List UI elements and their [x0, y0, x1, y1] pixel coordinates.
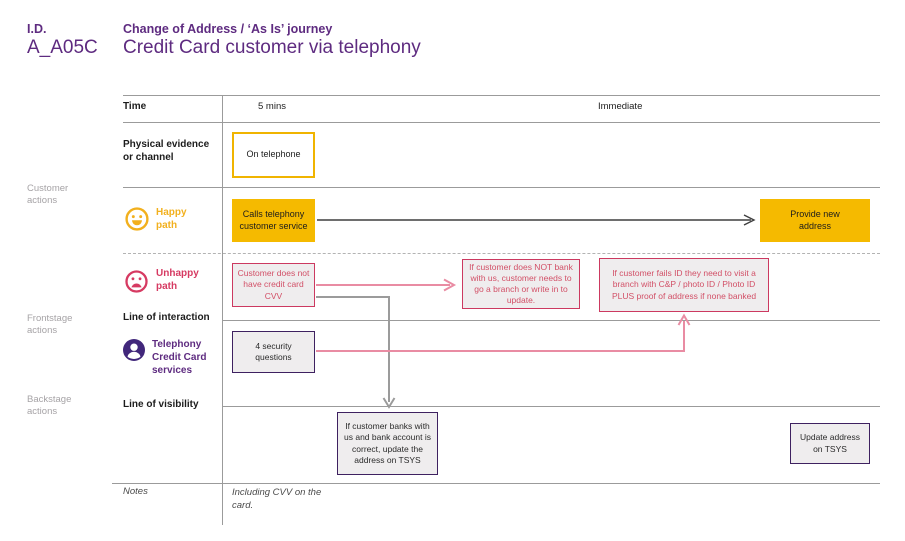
grid-line-dashed-happy-unhappy [123, 253, 880, 254]
grid-line-below-time [123, 122, 880, 123]
notes-text: Including CVV on the card. [232, 487, 322, 512]
node-provide-new-address: Provide new address [760, 199, 870, 242]
side-label-backstage-actions: Backstage actions [27, 394, 72, 418]
row-label-notes: Notes [123, 486, 148, 497]
row-label-physical-evidence: Physical evidence or channel [123, 139, 210, 163]
row-label-line-of-visibility: Line of visibility [123, 399, 199, 410]
node-no-cvv: Customer does not have credit card CVV [232, 263, 315, 307]
grid-line-above-notes [112, 483, 880, 484]
row-label-time: Time [123, 101, 147, 112]
row-label-telephony-services: Telephony Credit Card services [152, 339, 207, 376]
unhappy-face-icon [124, 269, 149, 294]
node-does-not-bank: If customer does NOT bank with us, custo… [462, 259, 580, 309]
node-on-telephone: On telephone [232, 132, 315, 178]
grid-divider-vertical [222, 95, 223, 525]
grid-line-top [123, 95, 880, 96]
id-label: I.D. [27, 22, 47, 36]
grid-line-below-channel [123, 187, 880, 188]
time-col-5-mins: 5 mins [258, 101, 286, 112]
node-fails-id: If customer fails ID they need to visit … [599, 258, 769, 312]
line-of-visibility-rule [222, 406, 880, 407]
node-calls-telephony: Calls telephony customer service [232, 199, 315, 242]
row-label-happy-path: Happy path [156, 207, 187, 231]
journey-title: Credit Card customer via telephony [123, 37, 421, 58]
row-label-unhappy-path: Unhappy path [156, 268, 199, 292]
side-label-frontstage-actions: Frontstage actions [27, 313, 73, 337]
node-banks-with-us: If customer banks with us and bank accou… [337, 412, 438, 475]
row-label-line-of-interaction: Line of interaction [123, 312, 210, 323]
journey-subtitle: Change of Address / ‘As Is’ journey [123, 22, 333, 36]
side-label-customer-actions: Customer actions [27, 183, 69, 207]
person-icon [123, 339, 145, 361]
node-update-tsys: Update address on TSYS [790, 423, 870, 464]
id-value: A_A05C [27, 37, 98, 58]
line-of-interaction-rule [222, 320, 880, 321]
happy-face-icon [124, 206, 150, 232]
node-security-questions: 4 security questions [232, 331, 315, 373]
time-col-immediate: Immediate [598, 101, 643, 112]
